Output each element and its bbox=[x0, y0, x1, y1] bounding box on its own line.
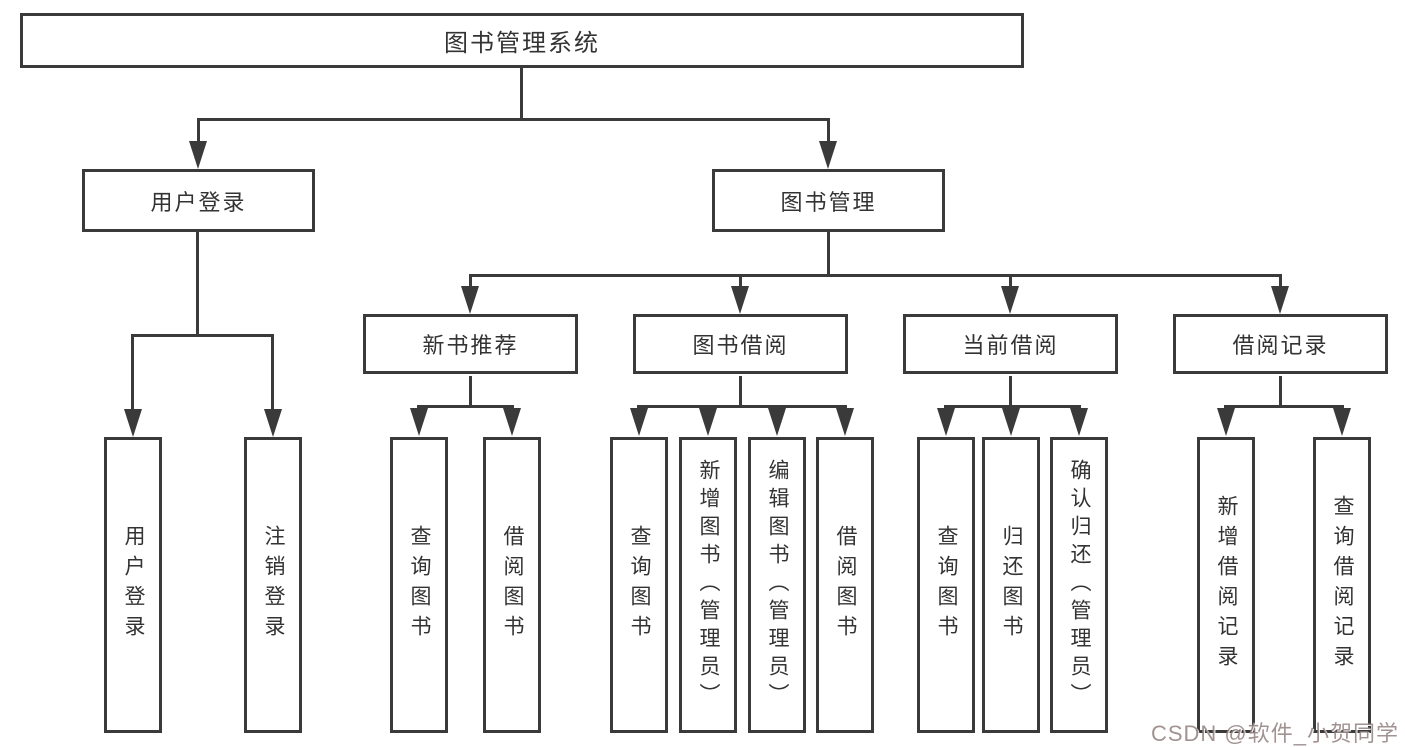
node-book-management-label: 图书管理 bbox=[780, 189, 877, 215]
leaf-recommend-borrow-book-label: 借阅图书 bbox=[501, 525, 524, 645]
connector-login-hline bbox=[131, 334, 274, 337]
leaf-logout: 注销登录 bbox=[244, 437, 302, 733]
arrow-down-icon bbox=[461, 286, 479, 314]
leaf-user-login-label: 用户登录 bbox=[122, 525, 145, 645]
leaf-logout-label: 注销登录 bbox=[262, 525, 285, 645]
connector-mgmt-vline bbox=[827, 232, 830, 277]
leaf-borrow-query-book: 查询图书 bbox=[610, 437, 668, 733]
leaf-user-login: 用户登录 bbox=[104, 437, 162, 733]
arrow-down-icon bbox=[1070, 408, 1088, 436]
leaf-borrow-book-label: 借阅图书 bbox=[834, 525, 857, 645]
leaf-add-borrow-record: 新增借阅记录 bbox=[1197, 437, 1255, 733]
node-root-label: 图书管理系统 bbox=[444, 30, 600, 57]
node-new-book-recommend-label: 新书推荐 bbox=[422, 333, 519, 358]
leaf-borrow-query-book-label: 查询图书 bbox=[628, 525, 651, 645]
arrow-down-icon bbox=[937, 408, 955, 436]
connector-mgmt-drop-2 bbox=[739, 274, 742, 288]
node-borrow-record: 借阅记录 bbox=[1173, 314, 1388, 374]
node-book-management: 图书管理 bbox=[712, 169, 945, 232]
arrow-down-icon bbox=[189, 141, 207, 169]
leaf-add-book-admin: 新增图书（管理员） bbox=[679, 437, 737, 733]
arrow-down-icon bbox=[731, 286, 749, 314]
leaf-return-book-label: 归还图书 bbox=[1000, 525, 1023, 645]
leaf-add-borrow-record-label: 新增借阅记录 bbox=[1215, 495, 1238, 675]
connector-recommend-vline bbox=[469, 376, 472, 408]
arrow-down-icon bbox=[630, 408, 648, 436]
node-book-borrow-label: 图书借阅 bbox=[692, 333, 789, 358]
node-root: 图书管理系统 bbox=[20, 13, 1024, 68]
connector-current-vline bbox=[1009, 376, 1012, 408]
connector-root-drop-left bbox=[197, 118, 200, 144]
connector-record-hline bbox=[1224, 405, 1344, 408]
arrow-down-icon bbox=[768, 408, 786, 436]
connector-current-hline bbox=[944, 405, 1081, 408]
leaf-query-borrow-record-label: 查询借阅记录 bbox=[1331, 495, 1354, 675]
arrow-down-icon bbox=[1333, 408, 1351, 436]
connector-borrow-hline bbox=[637, 405, 847, 408]
connector-root-hline bbox=[197, 118, 830, 121]
arrow-down-icon bbox=[836, 408, 854, 436]
leaf-edit-book-admin-label: 编辑图书（管理员） bbox=[766, 459, 789, 711]
arrow-down-icon bbox=[699, 408, 717, 436]
connector-borrow-vline bbox=[739, 376, 742, 408]
connector-root-drop-right bbox=[827, 118, 830, 144]
leaf-borrow-book: 借阅图书 bbox=[816, 437, 874, 733]
arrow-down-icon bbox=[1217, 408, 1235, 436]
connector-login-drop-1 bbox=[131, 334, 134, 412]
leaf-confirm-return-admin-label: 确认归还（管理员） bbox=[1068, 459, 1091, 711]
leaf-edit-book-admin: 编辑图书（管理员） bbox=[748, 437, 806, 733]
node-book-borrow: 图书借阅 bbox=[633, 314, 848, 374]
arrow-down-icon bbox=[1271, 286, 1289, 314]
connector-mgmt-drop-3 bbox=[1009, 274, 1012, 288]
leaf-recommend-query-book: 查询图书 bbox=[390, 437, 448, 733]
leaf-add-book-admin-label: 新增图书（管理员） bbox=[697, 459, 720, 711]
connector-root-vline bbox=[520, 68, 523, 120]
connector-mgmt-hline bbox=[469, 274, 1282, 277]
connector-mgmt-drop-4 bbox=[1279, 274, 1282, 288]
node-user-login-label: 用户登录 bbox=[150, 189, 247, 215]
node-current-borrow: 当前借阅 bbox=[903, 314, 1118, 374]
arrow-down-icon bbox=[410, 408, 428, 436]
arrow-down-icon bbox=[503, 408, 521, 436]
connector-recommend-hline bbox=[417, 405, 514, 408]
arrow-down-icon bbox=[819, 141, 837, 169]
leaf-recommend-query-book-label: 查询图书 bbox=[408, 525, 431, 645]
leaf-query-borrow-record: 查询借阅记录 bbox=[1313, 437, 1371, 733]
leaf-current-query-book-label: 查询图书 bbox=[935, 525, 958, 645]
node-new-book-recommend: 新书推荐 bbox=[363, 314, 578, 374]
connector-login-vline bbox=[196, 232, 199, 337]
arrow-down-icon bbox=[124, 409, 142, 437]
node-user-login: 用户登录 bbox=[82, 169, 315, 232]
leaf-current-query-book: 查询图书 bbox=[917, 437, 975, 733]
node-current-borrow-label: 当前借阅 bbox=[962, 333, 1059, 358]
connector-mgmt-drop-1 bbox=[469, 274, 472, 288]
arrow-down-icon bbox=[1002, 408, 1020, 436]
leaf-recommend-borrow-book: 借阅图书 bbox=[483, 437, 541, 733]
connector-login-drop-2 bbox=[271, 334, 274, 412]
leaf-return-book: 归还图书 bbox=[982, 437, 1040, 733]
leaf-confirm-return-admin: 确认归还（管理员） bbox=[1050, 437, 1108, 733]
node-borrow-record-label: 借阅记录 bbox=[1232, 333, 1329, 358]
arrow-down-icon bbox=[264, 409, 282, 437]
arrow-down-icon bbox=[1001, 286, 1019, 314]
connector-record-vline bbox=[1279, 376, 1282, 408]
